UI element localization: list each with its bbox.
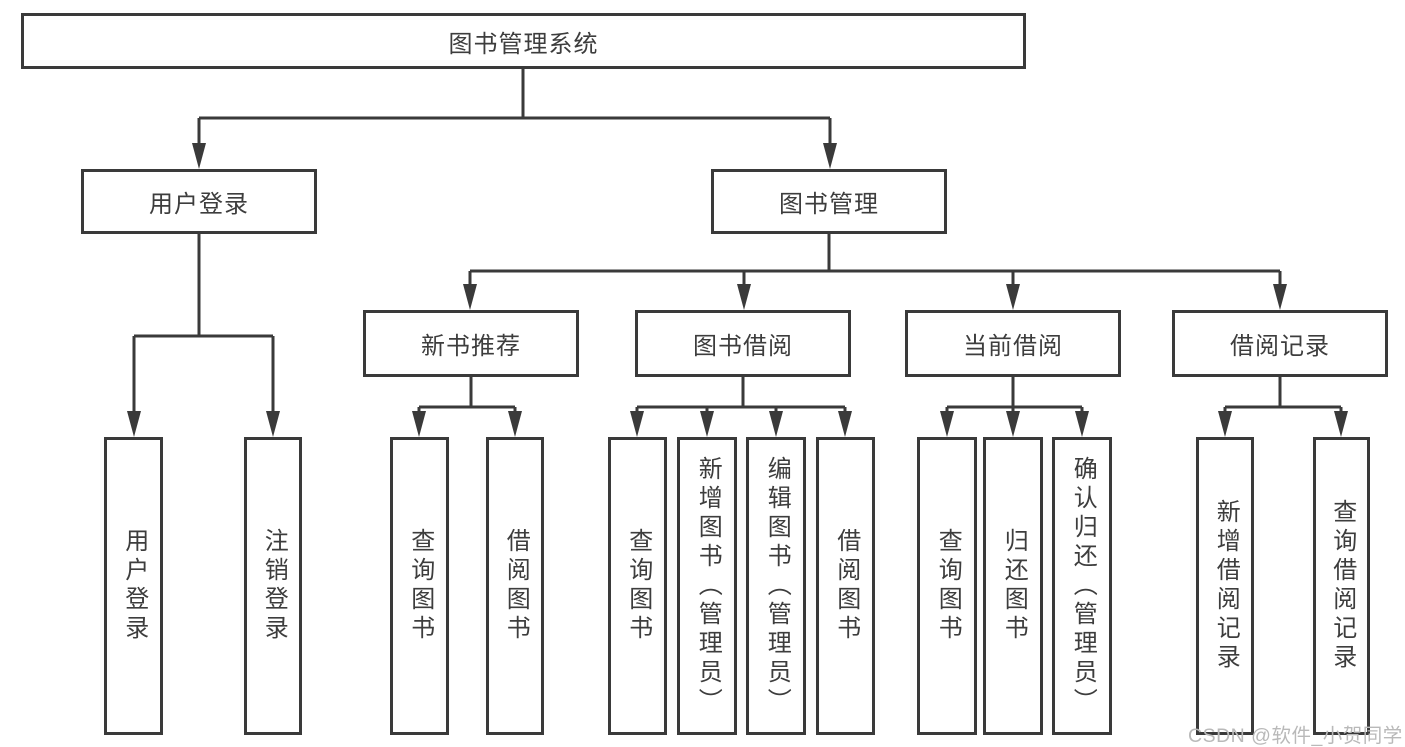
connector-root-to-level2: [197, 69, 832, 150]
leaf-query-books-borrow: 查询图书: [608, 437, 667, 735]
node-root: 图书管理系统: [21, 13, 1026, 69]
node-book-borrow: 图书借阅: [635, 310, 851, 377]
node-current-borrow: 当前借阅: [905, 310, 1121, 377]
node-new-book-recommend: 新书推荐: [363, 310, 579, 377]
leaf-confirm-return-admin: 确认归还（管理员）: [1052, 437, 1112, 735]
watermark-text: CSDN @软件_小贺同学: [1188, 725, 1403, 747]
leaf-logout-login: 注销登录: [244, 437, 302, 735]
leaf-query-books-recommend: 查询图书: [390, 437, 449, 735]
connector-book-management-children: [468, 234, 1282, 290]
connector-book-borrow-children: [635, 377, 847, 418]
node-borrow-records: 借阅记录: [1172, 310, 1388, 377]
arrowheads: [127, 143, 1348, 437]
connector-user-login-children: [132, 234, 275, 418]
leaf-borrow-books-recommend: 借阅图书: [486, 437, 544, 735]
node-book-management: 图书管理: [711, 169, 947, 234]
leaf-return-book: 归还图书: [983, 437, 1043, 735]
node-user-login: 用户登录: [81, 169, 317, 234]
leaf-edit-book-admin: 编辑图书（管理员）: [746, 437, 806, 735]
leaf-add-borrow-record: 新增借阅记录: [1196, 437, 1254, 735]
leaf-user-login: 用户登录: [104, 437, 163, 735]
leaf-borrow-books-borrow: 借阅图书: [816, 437, 875, 735]
leaf-add-book-admin: 新增图书（管理员）: [677, 437, 737, 735]
connector-new-book-recommend-children: [417, 377, 517, 418]
leaf-query-borrow-record: 查询借阅记录: [1313, 437, 1370, 735]
connector-borrow-records-children: [1223, 377, 1343, 418]
leaf-query-books-current: 查询图书: [917, 437, 977, 735]
